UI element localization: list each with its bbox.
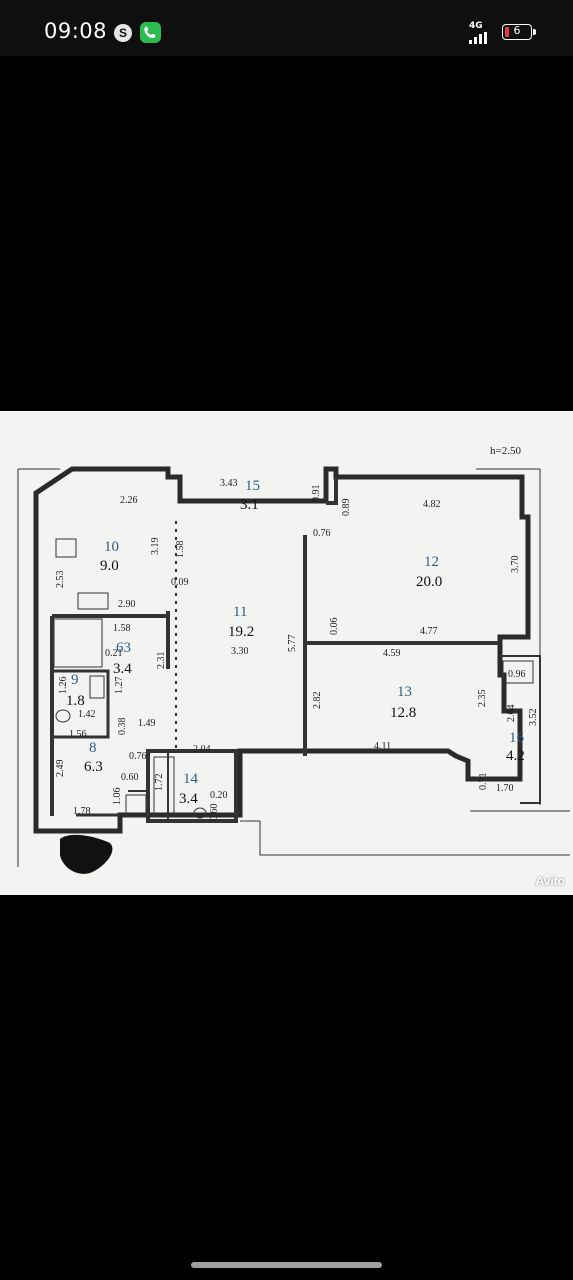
- status-time: 09:08: [44, 19, 108, 43]
- dim-label: 2.35: [477, 690, 488, 708]
- battery-fill: [505, 27, 509, 37]
- dim-label: 0.60: [121, 772, 139, 783]
- room-11-number: 11: [233, 604, 247, 620]
- status-bar: 09:08 S 4G 6: [0, 0, 573, 56]
- floor-plan-image[interactable]: 10 15 11 12 63 9 13 16 8 14 9.0 3.1 19.2…: [0, 411, 573, 895]
- network-type: 4G: [469, 21, 483, 31]
- dim-label: 2.31: [156, 652, 167, 670]
- dim-label: 5.77: [287, 635, 298, 653]
- dim-label: 1.72: [154, 774, 165, 792]
- network-indicator: 4G: [466, 21, 490, 44]
- dim-label: 4.11: [374, 741, 391, 752]
- room-9-number: 9: [71, 672, 79, 688]
- dim-label: 1.58: [175, 541, 186, 559]
- dim-label: 2.26: [120, 495, 138, 506]
- signal-icon: [469, 32, 487, 44]
- dim-label: 0.76: [313, 528, 331, 539]
- dim-label: 1.58: [113, 623, 131, 634]
- dim-label: 0.20: [210, 790, 228, 801]
- room-15-number: 15: [245, 478, 260, 494]
- dim-label: 1.56: [69, 729, 87, 740]
- skype-icon: S: [114, 24, 132, 42]
- dim-label: 0.06: [329, 618, 340, 636]
- room-16-number: 16: [509, 730, 525, 746]
- dim-label: 0.21: [105, 648, 123, 659]
- room-12-area: 20.0: [416, 574, 442, 590]
- dim-label: 2.04: [193, 744, 211, 755]
- room-63-number: 63: [116, 640, 131, 656]
- dim-label: 4.82: [423, 499, 441, 510]
- dim-label: 1.70: [496, 783, 514, 794]
- room-8-number: 8: [89, 740, 97, 756]
- room-10-area: 9.0: [100, 558, 119, 574]
- room-63-area: 3.4: [113, 661, 132, 677]
- dim-label: 0.76: [129, 751, 147, 762]
- scribble-mark: [60, 834, 113, 874]
- dim-label: 1.06: [112, 788, 123, 806]
- dim-label: 3.19: [150, 538, 161, 556]
- dim-label: 0.38: [117, 718, 128, 736]
- room-12-number: 12: [424, 554, 439, 570]
- room-15-area: 3.1: [240, 497, 259, 513]
- dim-label: 3.30: [231, 646, 249, 657]
- room-14-area: 3.4: [179, 791, 198, 807]
- dim-label: 4.59: [383, 648, 401, 659]
- dim-label: 2.04: [506, 705, 517, 723]
- battery-level: 6: [513, 24, 521, 37]
- dim-label: 1.27: [114, 677, 125, 695]
- dim-label: 1.49: [138, 718, 156, 729]
- dim-label: 1.42: [78, 709, 96, 720]
- room-9-area: 1.8: [66, 693, 85, 709]
- room-16-area: 4.2: [506, 748, 525, 764]
- room-11-area: 19.2: [228, 624, 254, 640]
- floor-plan-drawing: 10 15 11 12 63 9 13 16 8 14 9.0 3.1 19.2…: [17, 466, 570, 874]
- dim-label: 1.26: [58, 677, 69, 695]
- room-13-area: 12.8: [390, 705, 416, 721]
- dim-label: 0.71: [478, 773, 489, 791]
- dim-label: 2.53: [55, 571, 66, 589]
- dim-label: 2.49: [55, 760, 66, 778]
- dim-label: 0.91: [311, 485, 322, 503]
- phone-call-icon: [140, 22, 161, 43]
- room-14-number: 14: [183, 771, 199, 787]
- gesture-nav-bar[interactable]: [191, 1262, 382, 1268]
- dim-label: 0.96: [508, 669, 526, 680]
- dim-label: 4.77: [420, 626, 438, 637]
- room-10-number: 10: [104, 539, 119, 555]
- dim-label: 0.60: [209, 804, 220, 822]
- dim-label: 1.78: [73, 806, 91, 817]
- dim-label: 0.09: [171, 577, 189, 588]
- dim-label: 2.90: [118, 599, 136, 610]
- dim-label: 3.43: [220, 478, 238, 489]
- room-13-number: 13: [397, 684, 412, 700]
- battery-tip: [533, 29, 536, 35]
- dim-label: 3.70: [510, 556, 521, 574]
- dim-label: 0.89: [341, 499, 352, 517]
- ceiling-height-label: h=2.50: [490, 445, 521, 457]
- avito-watermark: Avito: [535, 874, 565, 888]
- battery-icon: 6: [502, 24, 532, 40]
- room-8-area: 6.3: [84, 759, 103, 775]
- dim-label: 2.82: [312, 692, 323, 710]
- dim-label: 3.52: [528, 709, 539, 727]
